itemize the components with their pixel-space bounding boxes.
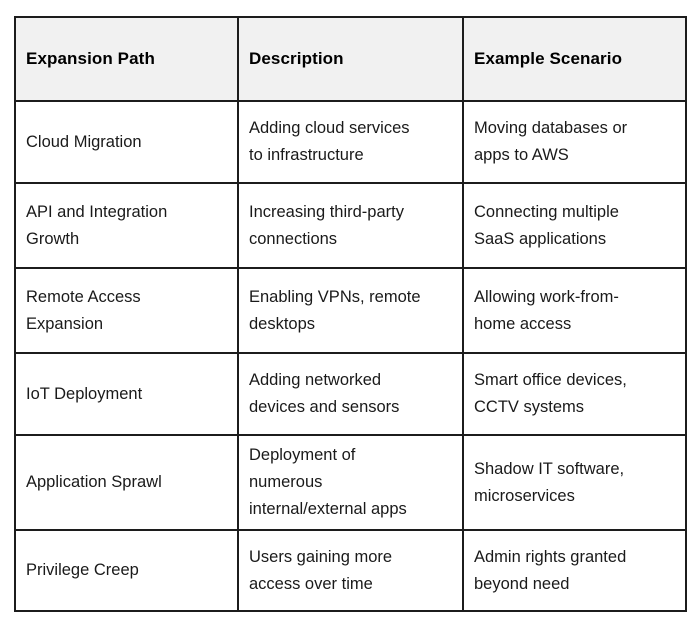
cell-description: Enabling VPNs, remote desktops [237, 267, 464, 354]
cell-example: Connecting multiple SaaS applications [462, 182, 687, 269]
table-row: Cloud Migration Adding cloud services to… [14, 100, 687, 184]
cell-description: Adding cloud services to infrastructure [237, 100, 464, 184]
cell-example: Smart office devices, CCTV systems [462, 352, 687, 436]
cell-example: Allowing work-from- home access [462, 267, 687, 354]
cell-description: Adding networked devices and sensors [237, 352, 464, 436]
cell-example: Admin rights granted beyond need [462, 529, 687, 612]
table-row: Application Sprawl Deployment of numerou… [14, 434, 687, 531]
cell-path: API and Integration Growth [14, 182, 239, 269]
table-header-row: Expansion Path Description Example Scena… [14, 16, 687, 102]
table-row: Privilege Creep Users gaining more acces… [14, 529, 687, 612]
cell-path: Remote Access Expansion [14, 267, 239, 354]
cell-path: Cloud Migration [14, 100, 239, 184]
header-expansion-path: Expansion Path [14, 16, 239, 102]
cell-example: Shadow IT software, microservices [462, 434, 687, 531]
cell-path: IoT Deployment [14, 352, 239, 436]
cell-description: Deployment of numerous internal/external… [237, 434, 464, 531]
cell-path: Privilege Creep [14, 529, 239, 612]
header-description: Description [237, 16, 464, 102]
cell-description: Users gaining more access over time [237, 529, 464, 612]
table-row: Remote Access Expansion Enabling VPNs, r… [14, 267, 687, 354]
header-example-scenario: Example Scenario [462, 16, 687, 102]
cell-example: Moving databases or apps to AWS [462, 100, 687, 184]
cell-description: Increasing third-party connections [237, 182, 464, 269]
table-row: IoT Deployment Adding networked devices … [14, 352, 687, 436]
cell-path: Application Sprawl [14, 434, 239, 531]
expansion-path-table: Expansion Path Description Example Scena… [14, 16, 687, 612]
table-row: API and Integration Growth Increasing th… [14, 182, 687, 269]
